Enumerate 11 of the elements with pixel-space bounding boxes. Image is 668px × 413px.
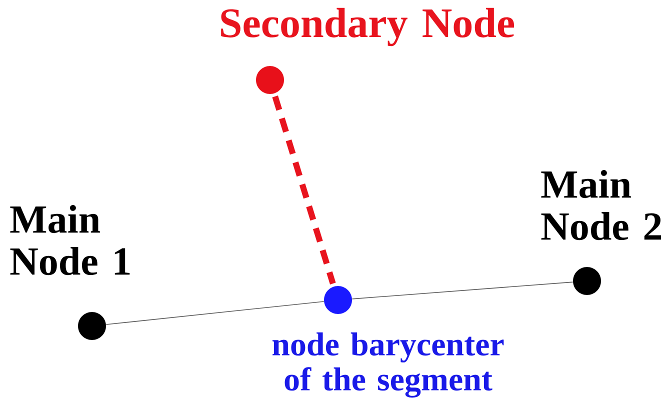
node-dot [573,267,601,295]
node-dot [78,312,106,340]
connector-line [106,301,324,325]
node-label: Secondary Node [221,8,514,46]
node-dot [256,66,284,94]
connector-line [272,96,336,284]
node-label: node barycenter of the segment [272,332,504,398]
node-dot [324,286,352,314]
connector-line [352,282,574,300]
node-label: Main Node 2 [541,170,661,240]
node-label: Main Node 1 [10,204,130,276]
